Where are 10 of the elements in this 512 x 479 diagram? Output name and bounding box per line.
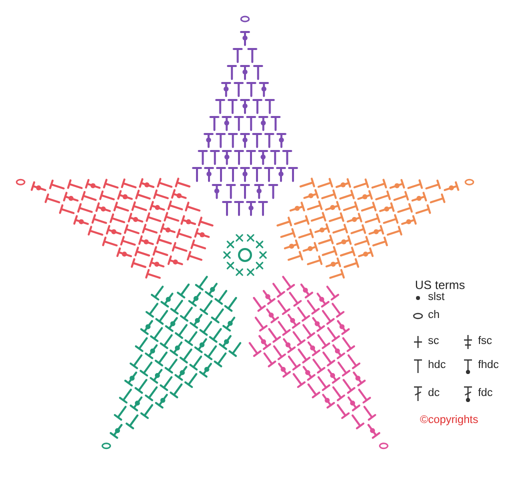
legend-label: hdc (428, 359, 446, 372)
copyright-notice: ©copyrights (420, 414, 478, 427)
legend-title: US terms (415, 279, 466, 292)
legend-label: fsc (478, 335, 492, 348)
legend-label: sc (428, 335, 439, 348)
legend-label: fdc (478, 387, 493, 400)
legend-label: fhdc (478, 359, 499, 372)
legend-label: dc (428, 387, 440, 400)
legend-label: ch (428, 309, 440, 322)
legend-label: slst (428, 291, 444, 304)
